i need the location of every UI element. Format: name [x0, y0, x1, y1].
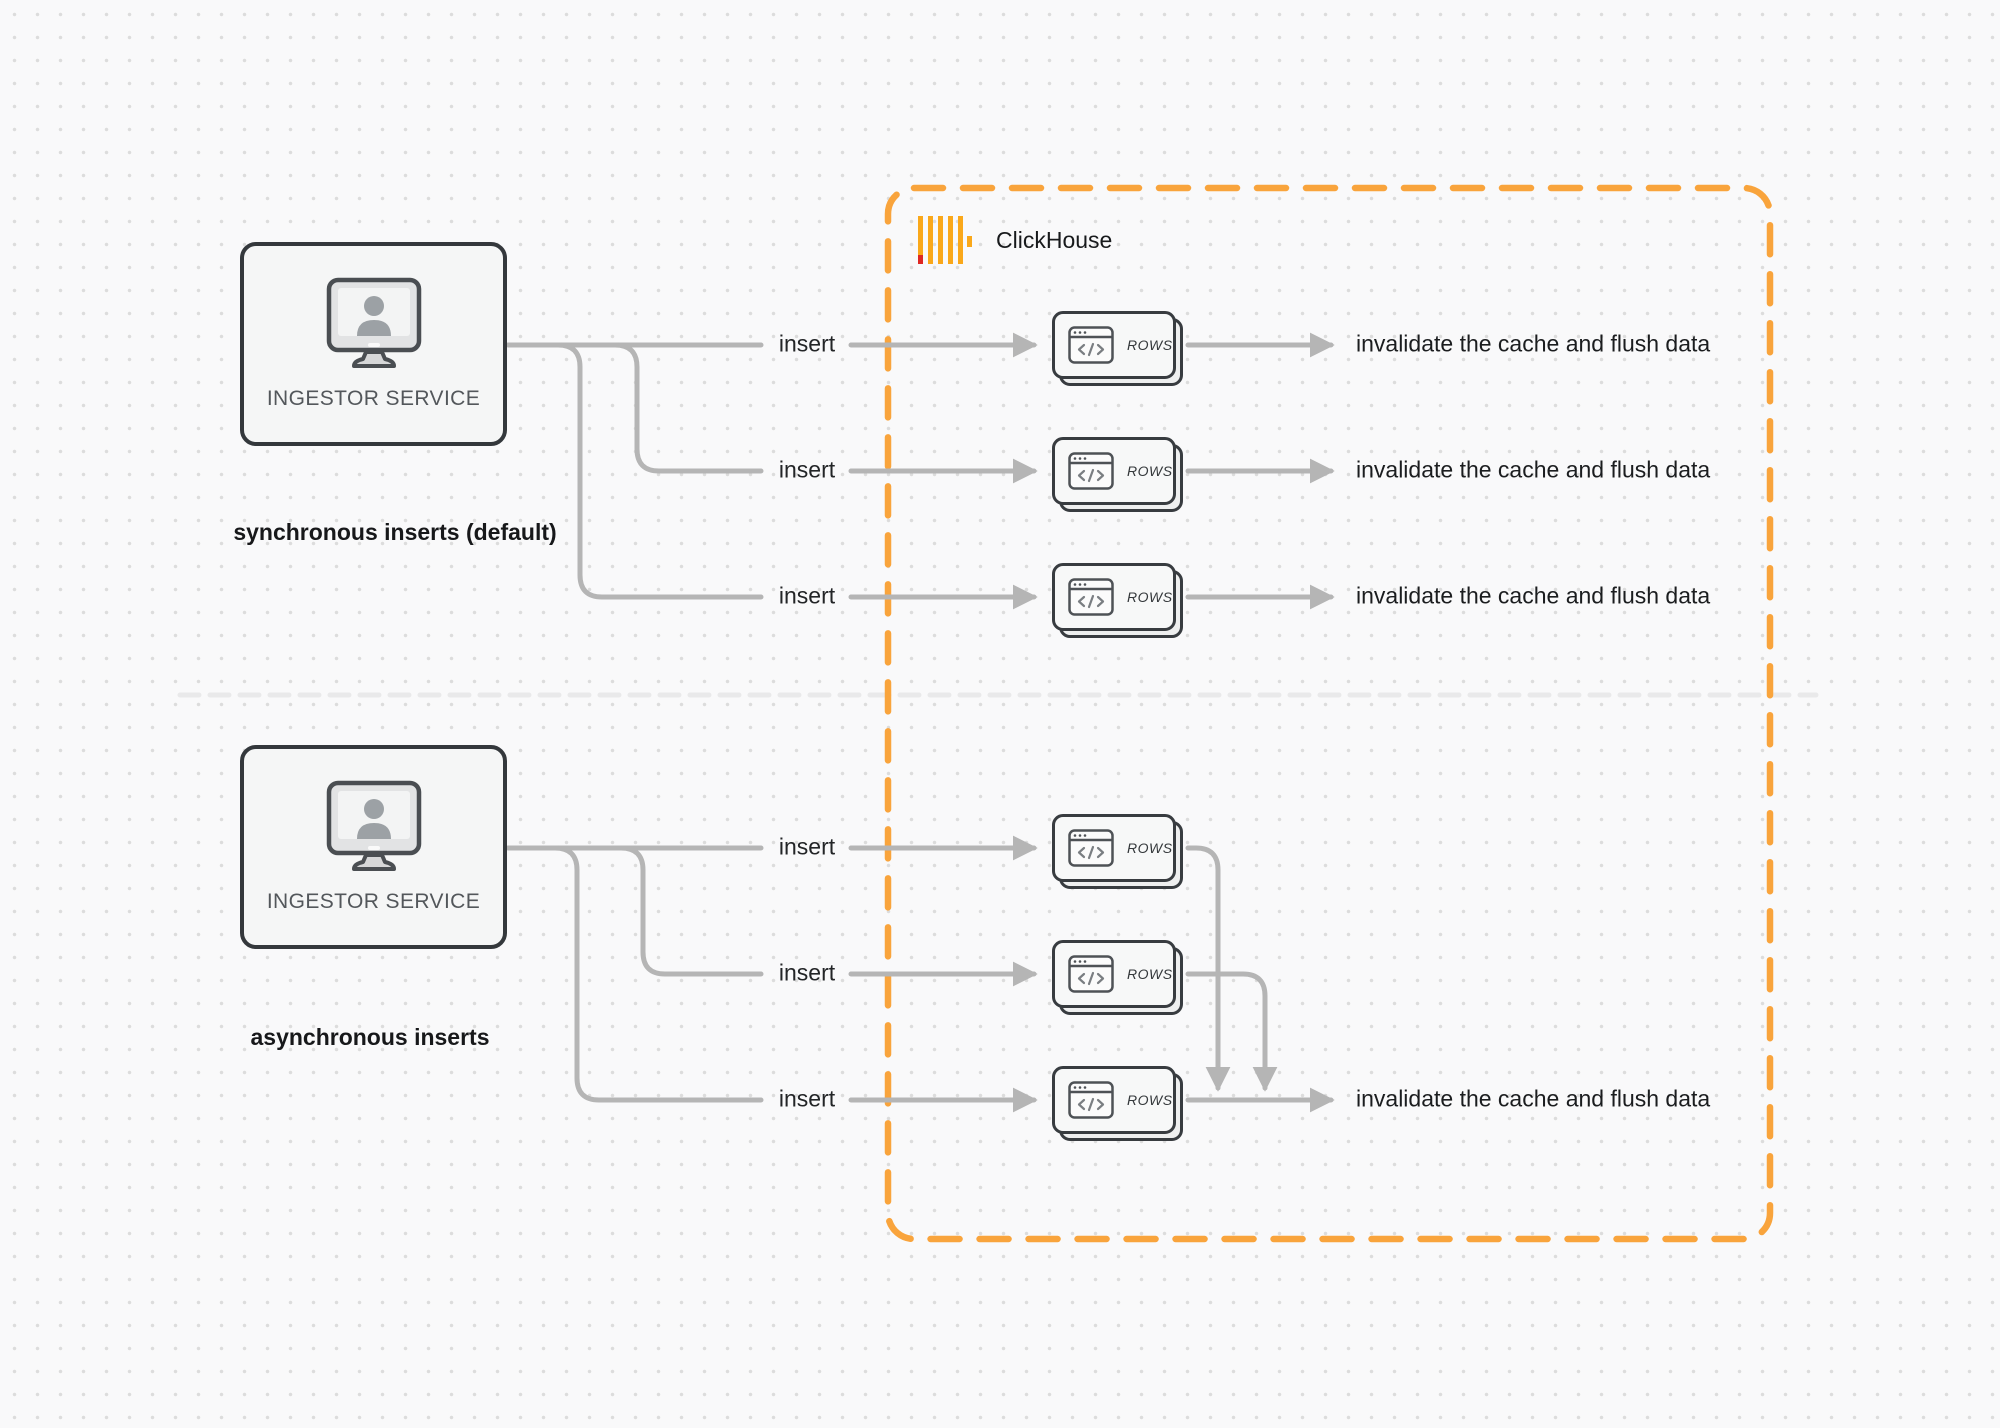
ingestor-service-box-sync: INGESTOR SERVICE — [240, 242, 507, 446]
insert-label: insert — [778, 582, 836, 609]
async-branch-row3 — [552, 845, 764, 1103]
rows-card: ROWS — [1052, 1066, 1183, 1141]
clickhouse-logo: ClickHouse — [918, 214, 1112, 266]
rows-card: ROWS — [1052, 311, 1183, 386]
async-section-caption: asynchronous inserts — [250, 1024, 490, 1050]
code-window-icon — [1068, 578, 1114, 616]
sync-connectors — [505, 332, 1335, 610]
code-window-icon — [1068, 326, 1114, 364]
insert-label: insert — [778, 1085, 836, 1112]
rows-card-front: ROWS — [1052, 311, 1176, 379]
clickhouse-logo-bars-icon — [918, 216, 972, 264]
rows-label: ROWS — [1127, 840, 1173, 856]
invalidate-cache-label: invalidate the cache and flush data — [1356, 582, 1711, 609]
invalidate-cache-label: invalidate the cache and flush data — [1356, 1085, 1711, 1112]
sync-branch-row3 — [555, 342, 764, 600]
clickhouse-label: ClickHouse — [996, 226, 1113, 253]
code-window-icon — [1068, 452, 1114, 490]
monitor-user-icon — [326, 277, 421, 368]
rows-card-front: ROWS — [1052, 940, 1176, 1008]
rows-label: ROWS — [1127, 589, 1173, 605]
async-connectors — [505, 835, 1335, 1113]
rows-label: ROWS — [1127, 966, 1173, 982]
async-branch-row2 — [618, 845, 764, 977]
rows-card: ROWS — [1052, 814, 1183, 889]
insert-label: insert — [778, 456, 836, 483]
insert-label: insert — [778, 959, 836, 986]
rows-card: ROWS — [1052, 940, 1183, 1015]
insert-label: insert — [778, 833, 836, 860]
rows-label: ROWS — [1127, 463, 1173, 479]
monitor-user-icon — [326, 780, 421, 871]
ingestor-service-label: INGESTOR SERVICE — [266, 890, 481, 913]
rows-card-front: ROWS — [1052, 437, 1176, 505]
rows-card: ROWS — [1052, 437, 1183, 512]
rows-card: ROWS — [1052, 563, 1183, 638]
rows-label: ROWS — [1127, 1092, 1173, 1108]
code-window-icon — [1068, 829, 1114, 867]
ingestor-service-label: INGESTOR SERVICE — [266, 387, 481, 410]
sync-branch-row2 — [612, 342, 764, 474]
ingestor-service-box-async: INGESTOR SERVICE — [240, 745, 507, 949]
rows-card-front: ROWS — [1052, 1066, 1176, 1134]
invalidate-cache-label: invalidate the cache and flush data — [1356, 330, 1711, 357]
sync-section-caption: synchronous inserts (default) — [233, 519, 557, 545]
invalidate-cache-label: invalidate the cache and flush data — [1356, 456, 1711, 483]
code-window-icon — [1068, 955, 1114, 993]
rows-card-front: ROWS — [1052, 814, 1176, 882]
clickhouse-dashed-boundary — [884, 184, 1774, 1243]
async-merge-arrow-row2 — [1185, 971, 1278, 1092]
code-window-icon — [1068, 1081, 1114, 1119]
rows-label: ROWS — [1127, 337, 1173, 353]
insert-label: insert — [778, 330, 836, 357]
rows-card-front: ROWS — [1052, 563, 1176, 631]
async-merge-arrow-row1 — [1185, 845, 1231, 1092]
